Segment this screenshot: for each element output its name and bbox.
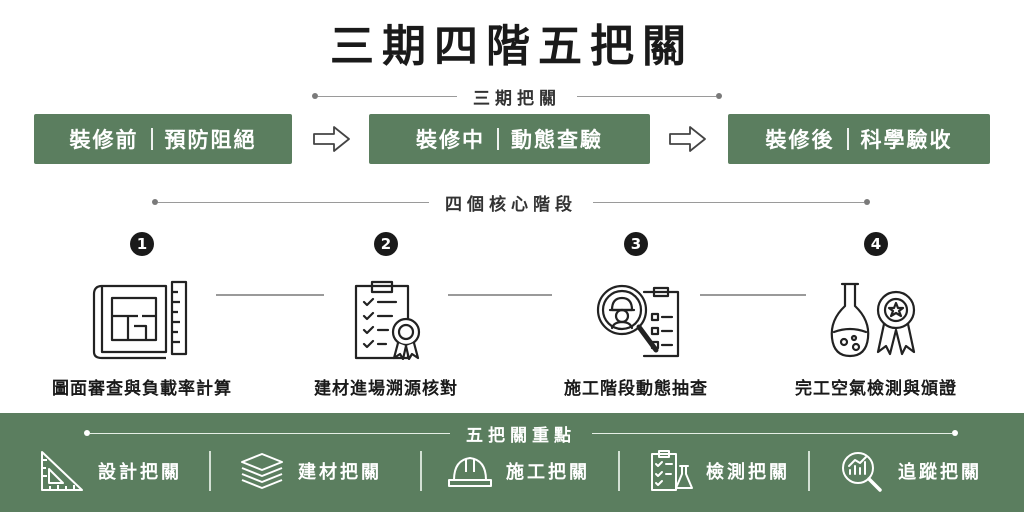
stage-connector [216,294,324,296]
rule-line [158,201,429,203]
rule-line [592,432,952,434]
chart-magnifier-icon [842,452,882,492]
stage-label: 施工階段動態抽查 [564,379,708,399]
rule-dot [952,430,958,436]
stage-number-badge: 4 [864,232,888,256]
stages-section-label: 四個核心階段 [445,194,577,215]
rule-dot [864,199,870,205]
phase-divider [150,128,153,150]
stage-label: 圖面審查與負載率計算 [52,379,232,399]
blueprint-icon [92,280,188,360]
phase-box-before: 裝修前 預防阻絕 [34,114,292,164]
rule-dot [312,93,318,99]
flask-award-icon [830,282,916,358]
phase-desc: 預防阻絕 [164,128,257,152]
gate-label: 施工把關 [506,462,590,483]
rule-dot [84,430,90,436]
phase-stage: 裝修前 [69,128,139,152]
gate-tracking: 追蹤把關 [838,446,982,496]
stage-number-badge: 1 [130,232,154,256]
gate-materials: 建材把關 [238,446,382,496]
stage-2: 2 建材進場溯源核對 [266,232,506,399]
gate-testing: 檢測把關 [646,446,790,496]
layers-icon [241,453,283,489]
gate-divider [209,451,211,491]
gates-section-label: 五把關重點 [466,425,576,446]
phase-divider [497,128,499,150]
phase-box-after: 裝修後 科學驗收 [728,114,990,164]
rule-dot [716,93,722,99]
phase-divider [846,128,849,150]
phase-stage: 裝修後 [765,128,835,152]
inspector-magnifier-icon [596,284,680,358]
phase-box-during: 裝修中 動態查驗 [369,114,650,164]
gate-label: 建材把關 [298,462,382,483]
page-title: 三期四階五把關 [330,21,694,72]
phase-desc: 科學驗收 [860,128,953,152]
stage-label: 完工空氣檢測與頒證 [795,379,957,399]
set-square-icon [41,451,83,491]
stage-3: 3 施工階段動態抽查 [516,232,756,399]
stages-section-header: 四個核心階段 [152,192,870,215]
rule-dot [152,199,158,205]
gate-design: 設計把關 [38,446,182,496]
clipboard-certificate-icon [354,280,421,360]
rule-line [593,201,864,203]
stage-connector [700,294,806,296]
gate-label: 檢測把關 [706,462,790,483]
stage-4: 4 完工空氣檢測與頒證 [756,232,996,399]
stage-number-badge: 2 [374,232,398,256]
phases-section-label: 三期把關 [473,88,561,109]
stage-connector [448,294,552,296]
phase-desc: 動態查驗 [511,128,603,152]
gate-label: 追蹤把關 [898,462,982,483]
rule-line [318,95,457,97]
arrow-right-icon [313,126,350,152]
gates-section-header: 五把關重點 [84,423,958,446]
gate-construction: 施工把關 [446,446,590,496]
arrow-right-icon [669,126,706,152]
phase-stage: 裝修中 [416,128,485,152]
rule-line [90,432,450,434]
stage-1: 1 圖面審查與負載率計算 [22,232,262,399]
stage-number-badge: 3 [624,232,648,256]
gate-divider [808,451,810,491]
checklist-flask-icon [651,450,693,491]
gate-divider [420,451,422,491]
phases-section-header: 三期把關 [312,86,722,109]
stage-label: 建材進場溯源核對 [314,379,458,399]
hard-hat-icon [448,457,492,487]
rule-line [577,95,716,97]
gate-label: 設計把關 [98,462,182,483]
gate-divider [618,451,620,491]
